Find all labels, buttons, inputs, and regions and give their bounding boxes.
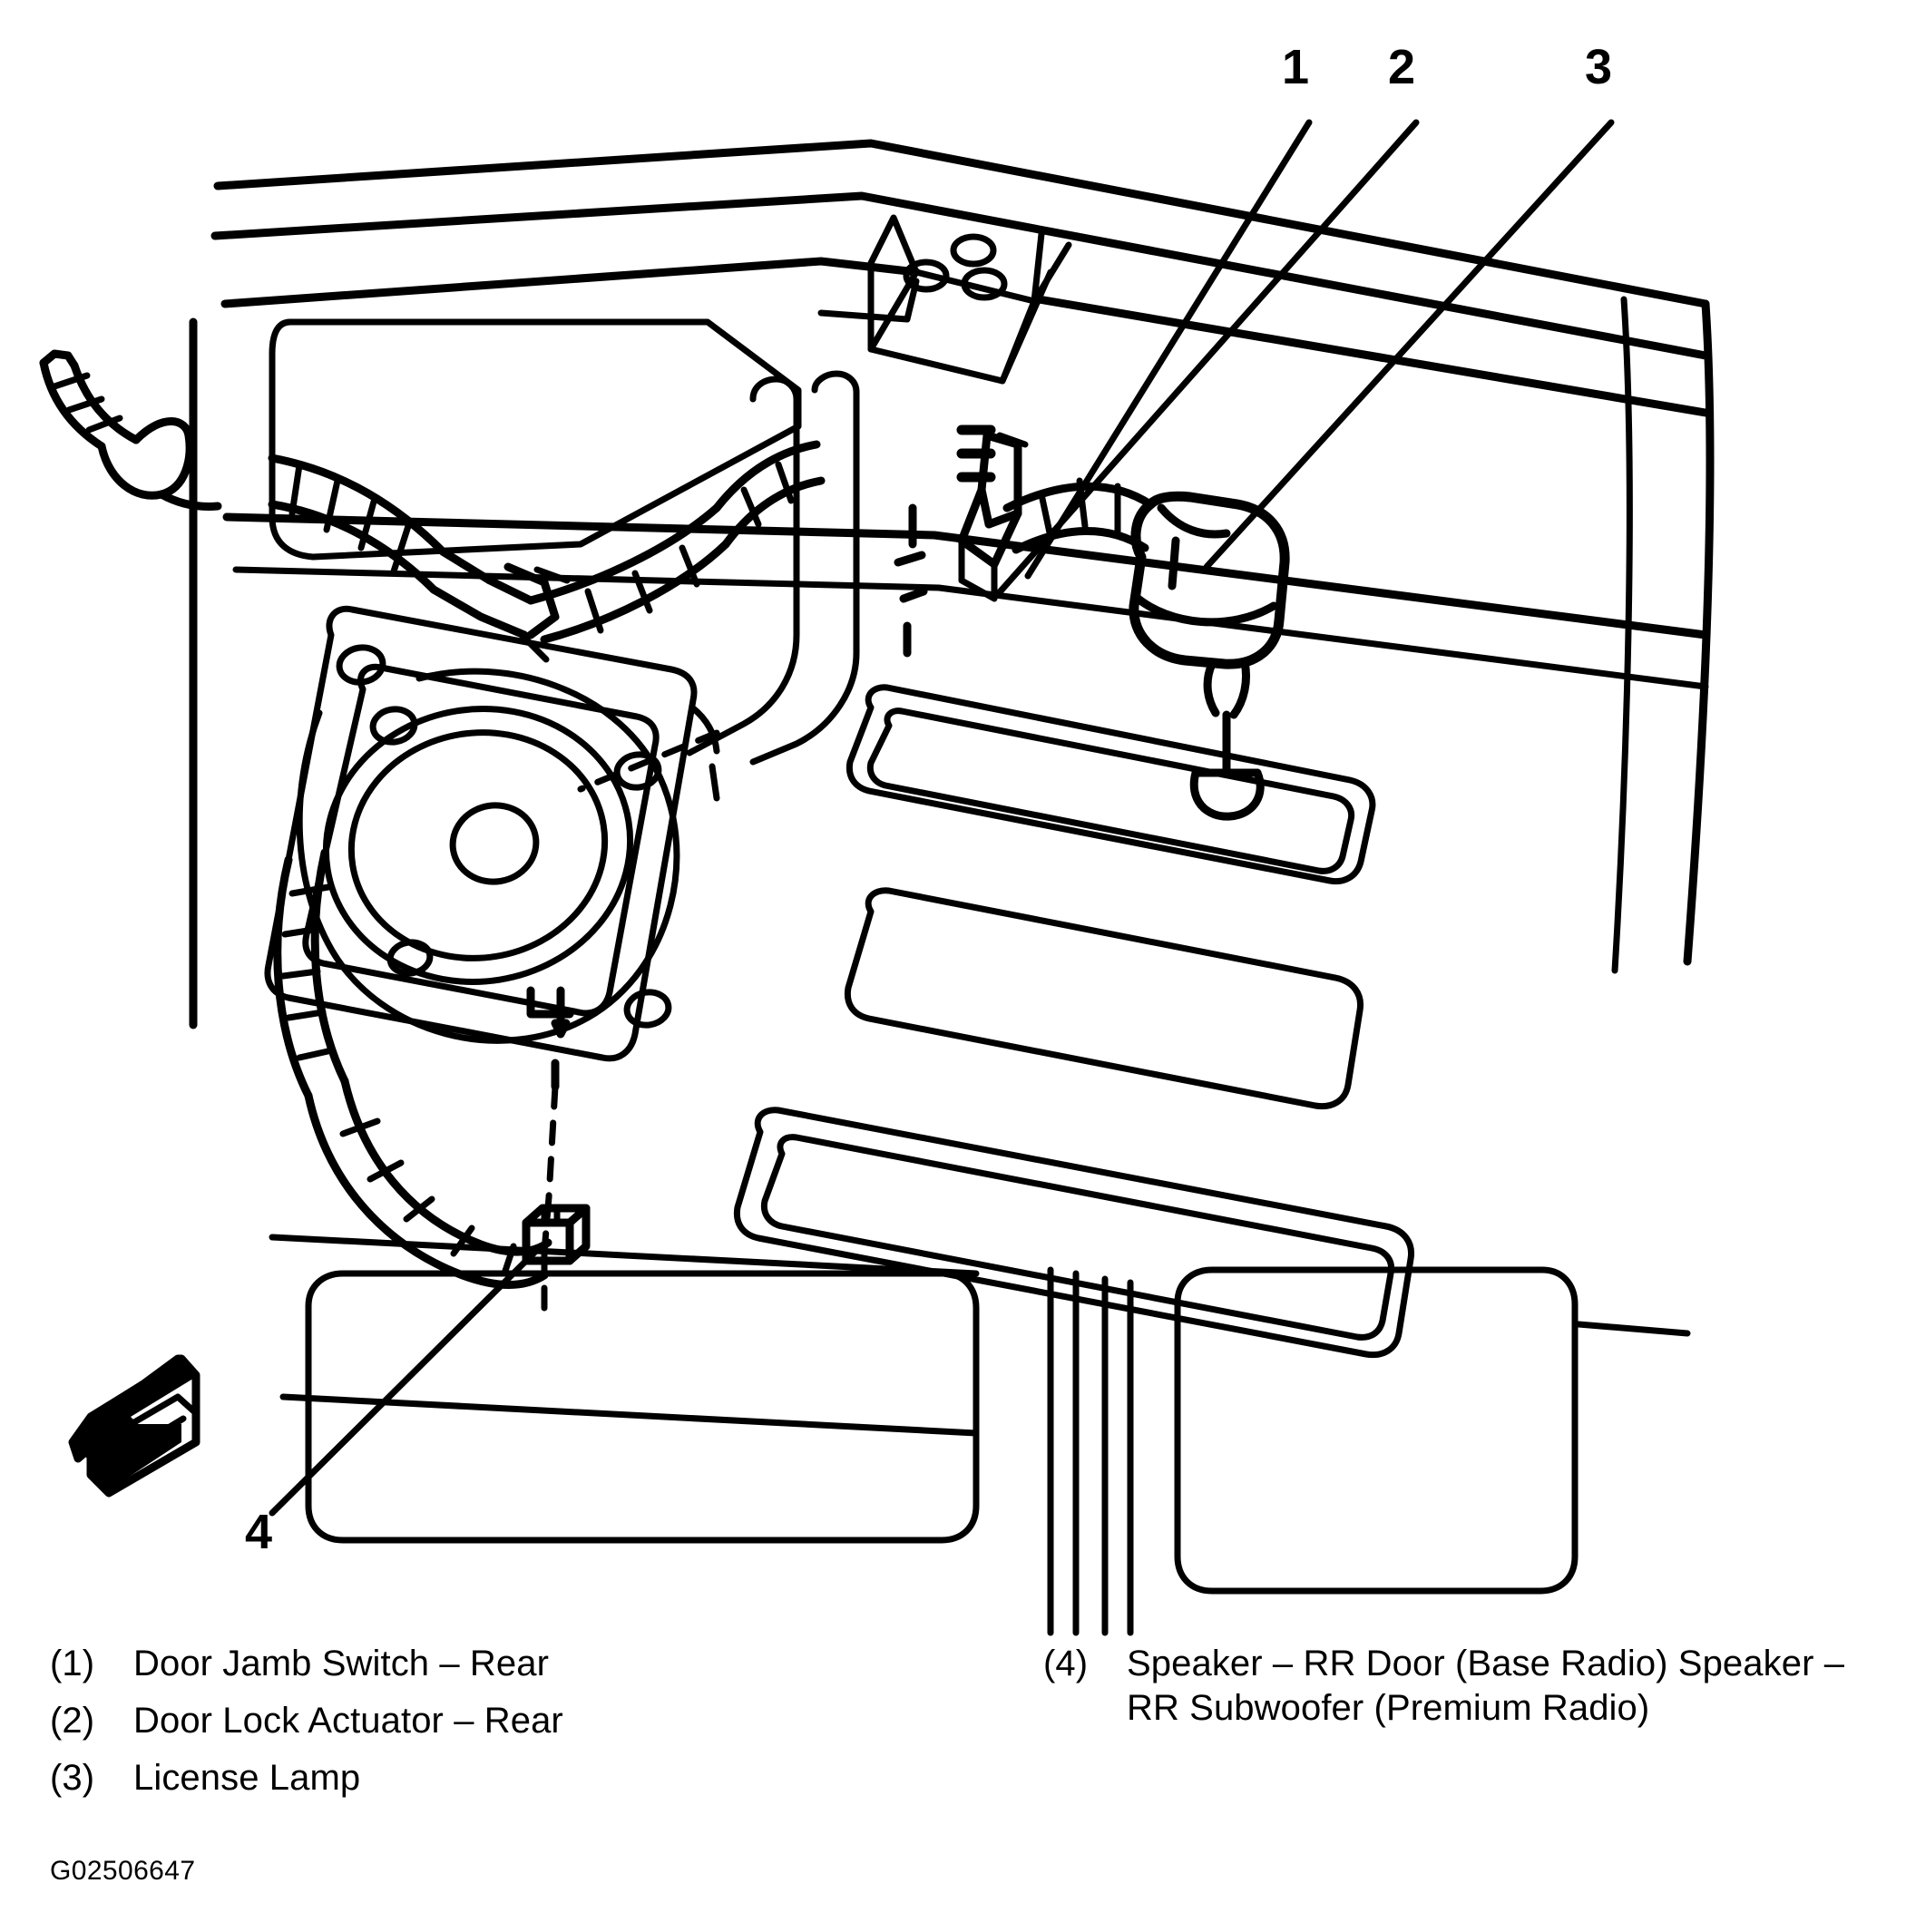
leader-line-4 bbox=[269, 1248, 539, 1517]
legend-label: Door Jamb Switch – Rear bbox=[133, 1644, 550, 1683]
legend-item: (1) Door Jamb Switch – Rear bbox=[50, 1642, 563, 1686]
legend-item: (4) Speaker – RR Door (Base Radio) Speak… bbox=[1043, 1642, 1880, 1731]
door-jamb-switch-connector bbox=[894, 424, 1029, 658]
door-lock-actuator bbox=[1129, 491, 1290, 821]
upper-bracket bbox=[867, 214, 1072, 385]
panel-centre-rib bbox=[686, 370, 860, 766]
leader-line-3 bbox=[1203, 119, 1615, 571]
callout-number-1: 1 bbox=[1282, 40, 1309, 94]
callout-number-2: 2 bbox=[1388, 40, 1415, 94]
callout-leader-lines bbox=[269, 119, 1615, 1517]
speaker-assembly bbox=[264, 605, 720, 1091]
callout-number-4: 4 bbox=[245, 1505, 272, 1559]
legend-label: License Lamp bbox=[133, 1757, 361, 1798]
harness-left-exit bbox=[39, 349, 222, 511]
legend-item: (2) Door Lock Actuator – Rear bbox=[50, 1699, 563, 1743]
legend-key: (1) bbox=[50, 1644, 95, 1683]
legend-column-left: (1) Door Jamb Switch – Rear (2) Door Loc… bbox=[50, 1642, 563, 1812]
callout-labels: 1 2 3 4 bbox=[245, 40, 1612, 1559]
legend-key: (2) bbox=[50, 1700, 95, 1741]
harness-speaker-branch bbox=[273, 848, 591, 1289]
leader-line-1 bbox=[1024, 119, 1313, 580]
legend-column-right: (4) Speaker – RR Door (Base Radio) Speak… bbox=[1043, 1642, 1880, 1743]
figure-id-code: G02506647 bbox=[50, 1856, 196, 1886]
callout-number-3: 3 bbox=[1585, 40, 1612, 94]
legend: (1) Door Jamb Switch – Rear (2) Door Loc… bbox=[0, 1642, 1906, 1932]
legend-key: (4) bbox=[1043, 1644, 1089, 1683]
door-panel-outline bbox=[189, 139, 1715, 1029]
legend-label: Door Lock Actuator – Rear bbox=[133, 1700, 563, 1741]
legend-key: (3) bbox=[50, 1757, 95, 1798]
panel-lower-facets bbox=[269, 1234, 1691, 1595]
panel-stamped-ribs bbox=[733, 684, 1415, 1636]
legend-item: (3) License Lamp bbox=[50, 1756, 563, 1800]
main-harness bbox=[268, 440, 1155, 663]
direction-arrow-icon bbox=[68, 1354, 200, 1498]
legend-label: Speaker – RR Door (Base Radio) Speaker –… bbox=[1127, 1644, 1845, 1728]
leader-line-2 bbox=[994, 119, 1420, 598]
